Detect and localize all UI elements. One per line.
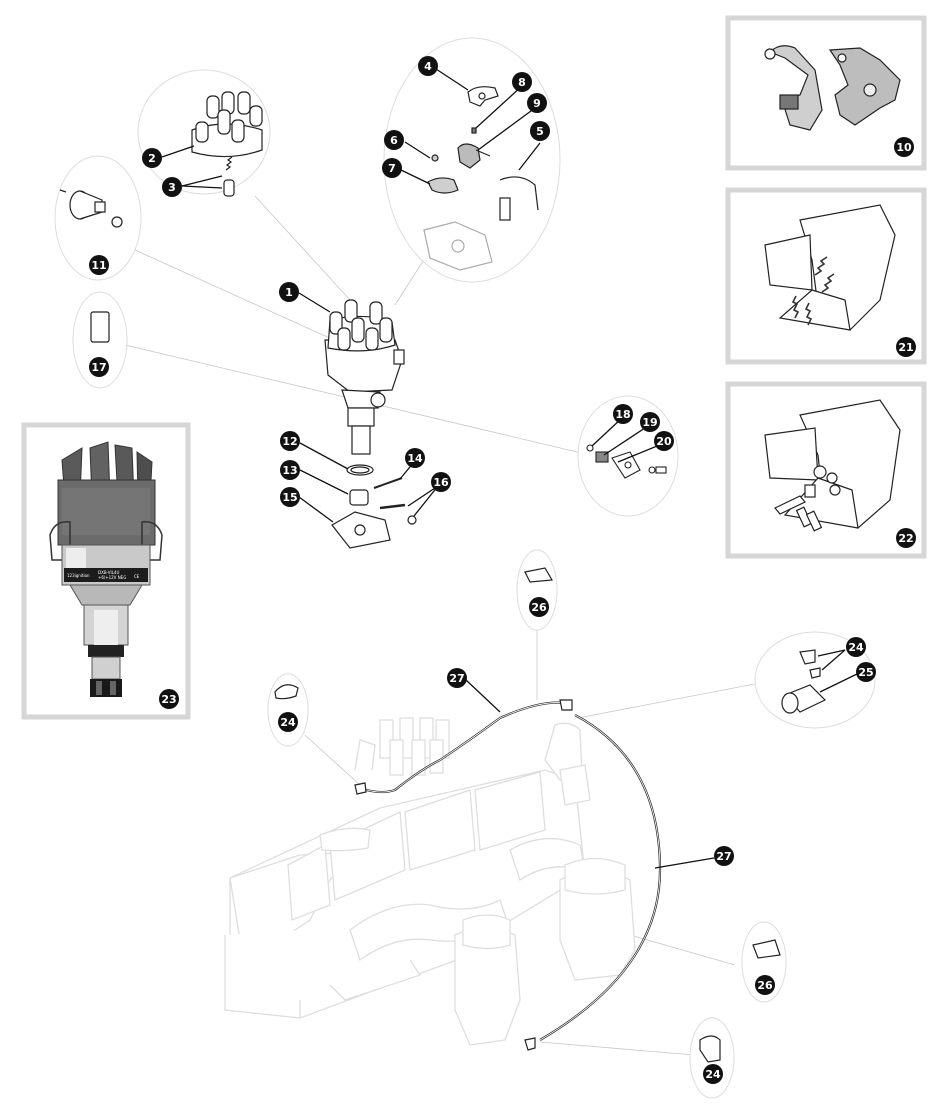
svg-text:24: 24 — [280, 716, 296, 729]
sleeve-part — [90, 311, 110, 343]
svg-text:21: 21 — [898, 341, 913, 354]
engine-outline — [224, 717, 636, 1046]
springs-kit-part — [764, 204, 896, 331]
svg-text:5: 5 — [536, 125, 544, 138]
badge-6: 6 — [384, 130, 404, 150]
badge-12: 12 — [280, 431, 300, 451]
badge-9: 9 — [527, 93, 547, 113]
badge-5: 5 — [530, 121, 550, 141]
svg-text:14: 14 — [407, 452, 423, 465]
svg-text:16: 16 — [433, 476, 449, 489]
vacuum-union-parts-part — [586, 444, 667, 479]
svg-text:19: 19 — [642, 416, 657, 429]
vacuum-unit-part — [59, 189, 123, 228]
svg-text:4: 4 — [424, 60, 432, 73]
badge-13: 13 — [280, 460, 300, 480]
svg-text:13: 13 — [282, 464, 297, 477]
badge-11: 11 — [89, 255, 109, 275]
badge-17: 17 — [89, 357, 109, 377]
distributor-spec-label: +6/+12V NEG — [98, 575, 126, 580]
badge-8: 8 — [512, 72, 532, 92]
badge-16: 16 — [431, 472, 451, 492]
distributor-ce-label: CE — [134, 574, 140, 579]
distributor-brand-label: 123ignition — [67, 573, 90, 578]
badge-15: 15 — [280, 487, 300, 507]
badge-23: 23 — [159, 689, 179, 709]
svg-text:10: 10 — [896, 141, 912, 154]
svg-text:27: 27 — [716, 850, 731, 863]
badge-2: 2 — [142, 148, 162, 168]
badge-21: 21 — [896, 337, 916, 357]
badge-3: 3 — [162, 177, 182, 197]
svg-text:15: 15 — [282, 491, 297, 504]
svg-text:7: 7 — [388, 162, 396, 175]
badge-4: 4 — [418, 56, 438, 76]
vacuum-pipes — [359, 701, 662, 1041]
badge-7: 7 — [382, 158, 402, 178]
svg-text:3: 3 — [168, 181, 176, 194]
svg-text:1: 1 — [285, 286, 293, 299]
svg-text:20: 20 — [656, 435, 672, 448]
badge-26-bottom: 26 — [755, 975, 775, 995]
badge-24-elbow: 24 — [703, 1064, 723, 1084]
small-parts-kit-part — [764, 399, 901, 532]
svg-text:6: 6 — [390, 134, 398, 147]
svg-text:24: 24 — [705, 1068, 721, 1081]
badge-27-lower: 27 — [714, 846, 734, 866]
badge-26-top: 26 — [529, 597, 549, 617]
small-connector-parts — [274, 567, 827, 1063]
svg-text:22: 22 — [898, 532, 913, 545]
contact-points-part — [764, 45, 901, 131]
svg-text:24: 24 — [848, 641, 864, 654]
badge-24-union: 24 — [846, 637, 866, 657]
badge-22: 22 — [896, 528, 916, 548]
drive-parts-part — [331, 464, 417, 549]
badge-10: 10 — [894, 137, 914, 157]
svg-text:27: 27 — [449, 672, 464, 685]
badge-14: 14 — [405, 448, 425, 468]
electronic-distributor-part: 123ignition DXB-VIL4U +6/+12V NEG CE — [49, 441, 163, 697]
badge-20: 20 — [654, 431, 674, 451]
badge-24-pipe-clip: 24 — [278, 712, 298, 732]
svg-text:26: 26 — [531, 601, 547, 614]
svg-text:8: 8 — [518, 76, 526, 89]
svg-text:2: 2 — [148, 152, 156, 165]
distributor-model-label: DXB-VIL4U — [98, 570, 119, 575]
number-badges: 1 2 3 4 5 6 7 8 9 10 11 12 13 14 15 16 1… — [89, 56, 916, 1084]
svg-text:12: 12 — [282, 435, 297, 448]
rotor-and-points-part — [423, 86, 539, 271]
badge-27-upper: 27 — [447, 668, 467, 688]
distributor-main-part — [324, 299, 405, 455]
svg-text:9: 9 — [533, 97, 541, 110]
svg-text:18: 18 — [615, 408, 630, 421]
svg-text:25: 25 — [858, 666, 873, 679]
badge-18: 18 — [613, 404, 633, 424]
svg-text:17: 17 — [91, 361, 106, 374]
svg-text:23: 23 — [161, 693, 176, 706]
svg-text:26: 26 — [757, 979, 773, 992]
svg-text:11: 11 — [91, 259, 106, 272]
badge-25: 25 — [856, 662, 876, 682]
badge-1: 1 — [279, 282, 299, 302]
distributor-cap-part — [191, 91, 263, 197]
badge-19: 19 — [640, 412, 660, 432]
label-arrows — [161, 68, 858, 869]
